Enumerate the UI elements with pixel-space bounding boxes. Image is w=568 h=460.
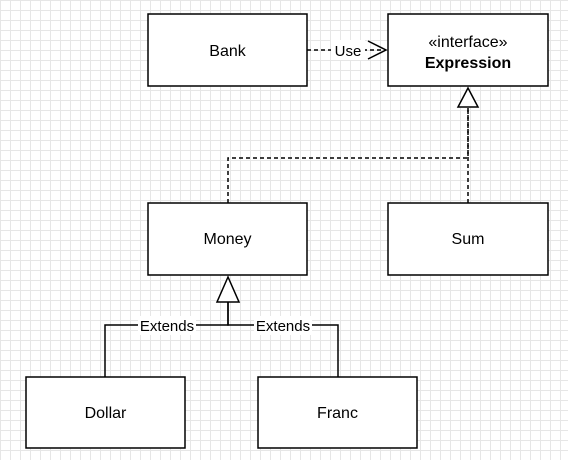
open-arrowhead-icon	[367, 40, 388, 60]
money-realization-line	[227, 107, 469, 203]
dollar-box-border	[25, 376, 186, 449]
bank-class-name: Bank	[209, 43, 246, 60]
franc-generalization-edge	[227, 302, 339, 377]
realization-triangle-icon	[456, 86, 480, 108]
sum-class-box[interactable]: Sum	[387, 202, 549, 276]
dollar-extends-label-background	[138, 316, 196, 335]
franc-extends-label-background	[254, 316, 312, 335]
expression-box-border	[387, 13, 549, 87]
expression-interface-box[interactable]: «interface» Expression	[387, 13, 549, 87]
bank-class-box[interactable]: Bank	[147, 13, 308, 87]
dollar-generalization-edge	[104, 302, 229, 377]
money-class-name: Money	[203, 231, 251, 248]
sum-box-border	[387, 202, 549, 276]
money-class-box[interactable]: Money	[147, 202, 308, 276]
franc-class-box[interactable]: Franc	[257, 376, 418, 449]
sum-class-name: Sum	[452, 231, 485, 248]
bank-box-border	[147, 13, 308, 87]
use-edge-label: Use	[335, 43, 362, 60]
dollar-extends-label: Extends	[140, 318, 194, 335]
dollar-generalization-line	[104, 302, 229, 377]
franc-extends-label: Extends	[256, 318, 310, 335]
money-realization-edge	[227, 107, 469, 203]
generalization-triangle-icon	[215, 275, 241, 303]
expression-class-name: Expression	[425, 55, 511, 72]
franc-generalization-line	[227, 302, 339, 377]
use-dependency-edge: Use	[307, 40, 388, 60]
use-label-background	[331, 40, 365, 60]
franc-box-border	[257, 376, 418, 449]
money-box-border	[147, 202, 308, 276]
interface-stereotype: «interface»	[428, 34, 507, 51]
franc-class-name: Franc	[317, 405, 358, 422]
dollar-class-box[interactable]: Dollar	[25, 376, 186, 449]
dollar-class-name: Dollar	[85, 405, 127, 422]
